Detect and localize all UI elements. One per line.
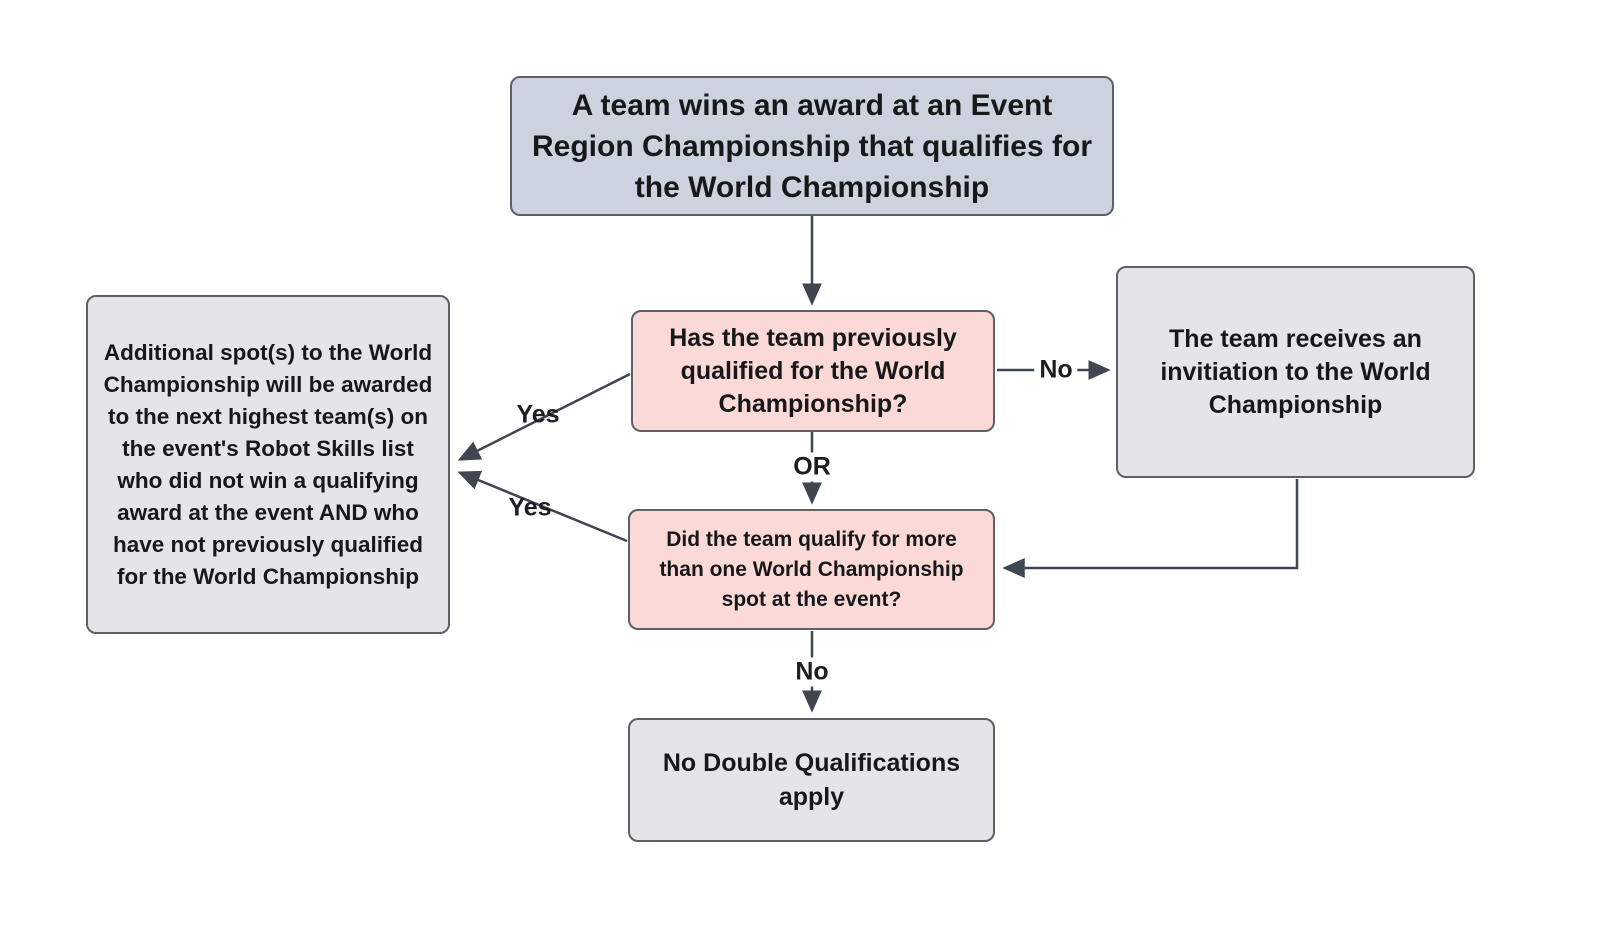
edge-label-yes-lower: Yes bbox=[508, 493, 552, 522]
edge-label-or: OR bbox=[788, 452, 836, 482]
node-invitation: The team receives an invitiation to the … bbox=[1116, 266, 1475, 478]
node-start-text: A team wins an award at an Event Region … bbox=[531, 88, 1092, 204]
edge-invite-to-q2 bbox=[1002, 479, 1299, 578]
node-additional-spots: Additional spot(s) to the World Champion… bbox=[86, 295, 450, 634]
node-question-previously-qualified: Has the team previously qualified for th… bbox=[631, 310, 995, 432]
node-no-double-qualifications: No Double Qualifications apply bbox=[628, 718, 995, 842]
node-nodouble-text: No Double Qualifications apply bbox=[662, 749, 961, 811]
node-additional-text: Additional spot(s) to the World Champion… bbox=[103, 339, 433, 589]
edge-label-no-bottom: No bbox=[790, 657, 834, 687]
edge-label-yes-upper: Yes bbox=[516, 400, 560, 429]
node-invite-text: The team receives an invitiation to the … bbox=[1160, 324, 1431, 419]
node-question-multiple-spots: Did the team qualify for more than one W… bbox=[628, 509, 995, 630]
node-start: A team wins an award at an Event Region … bbox=[510, 76, 1114, 216]
node-q1-text: Has the team previously qualified for th… bbox=[669, 323, 957, 418]
edge-label-no-right: No bbox=[1034, 355, 1078, 385]
node-q2-text: Did the team qualify for more than one W… bbox=[659, 527, 964, 611]
